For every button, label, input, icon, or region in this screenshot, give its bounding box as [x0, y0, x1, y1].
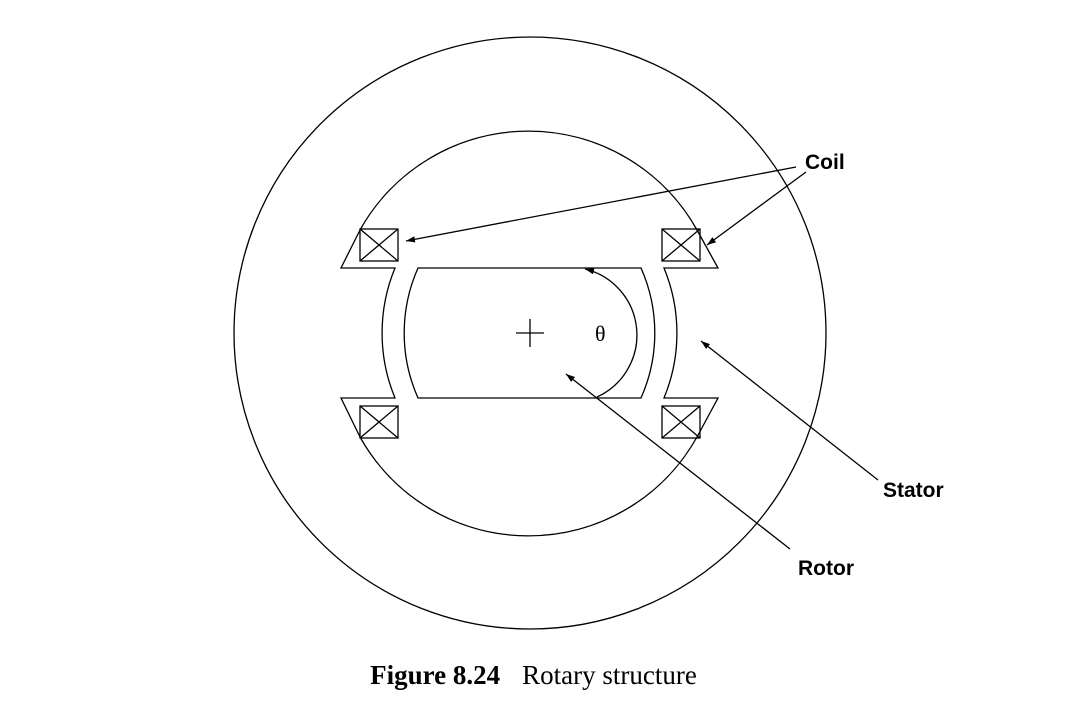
- figure-number: Figure 8.24: [370, 660, 501, 690]
- stator-outer-circle: [233, 36, 827, 630]
- coil-leader-right: [706, 171, 807, 246]
- rotary-structure-diagram: θ Coil Stator Rotor: [233, 36, 944, 630]
- coil-bottom-right: [661, 405, 701, 439]
- coil-top-left: [359, 228, 399, 262]
- coil-leader-left: [405, 166, 797, 243]
- rotor-body: [403, 267, 656, 399]
- stator-leader: [700, 340, 879, 481]
- coil-label: Coil: [805, 151, 845, 174]
- rotor-label: Rotor: [798, 557, 854, 580]
- coil-top-right: [661, 228, 701, 262]
- figure-title: Rotary structure: [522, 660, 697, 690]
- theta-label: θ: [595, 321, 606, 346]
- figure-caption: Figure 8.24 Rotary structure: [0, 660, 1067, 691]
- rotor-leader: [565, 373, 791, 550]
- theta-angle-arc: [584, 268, 638, 398]
- stator-label: Stator: [883, 479, 944, 502]
- coil-bottom-left: [359, 405, 399, 439]
